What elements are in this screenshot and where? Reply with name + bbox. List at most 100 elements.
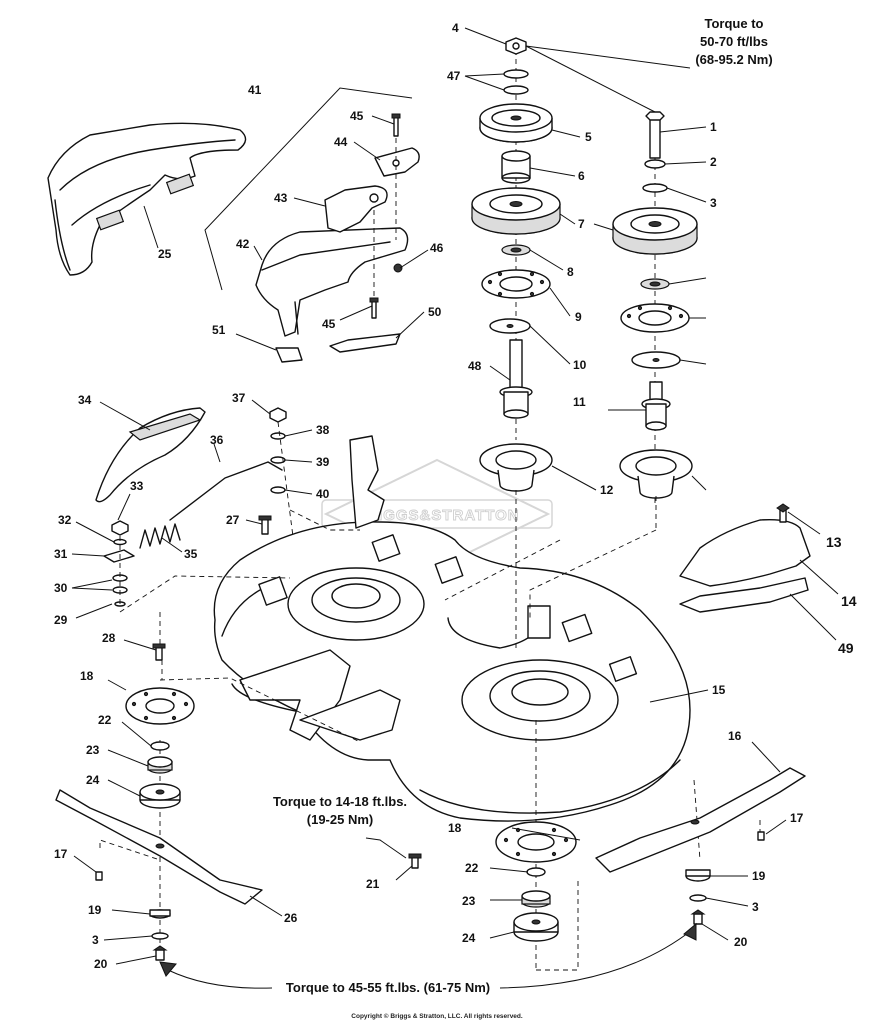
callout-24-left: 24 bbox=[86, 773, 100, 787]
flange-9-right bbox=[620, 303, 690, 333]
mower-deck-15 bbox=[213, 435, 691, 822]
bearing-23-left bbox=[147, 756, 173, 774]
callout-24-center: 24 bbox=[462, 931, 476, 945]
callout-23-left: 23 bbox=[86, 743, 100, 757]
nut-33 bbox=[111, 520, 129, 536]
callout-18-left: 18 bbox=[80, 669, 94, 683]
washer-3-top bbox=[642, 183, 668, 193]
callout-1: 1 bbox=[710, 120, 717, 134]
shield-10-right bbox=[631, 351, 681, 369]
bolt-28 bbox=[152, 643, 166, 661]
callout-19-left: 19 bbox=[88, 903, 102, 917]
callout-48: 48 bbox=[468, 359, 482, 373]
callout-10: 10 bbox=[573, 358, 587, 372]
callout-33: 33 bbox=[130, 479, 144, 493]
spacer-22-center bbox=[526, 867, 546, 877]
washer-47 bbox=[503, 69, 529, 95]
callout-34: 34 bbox=[78, 393, 92, 407]
spindle-shaft-11 bbox=[641, 381, 671, 431]
pulley-7-right bbox=[612, 207, 698, 255]
callout-9: 9 bbox=[575, 310, 582, 324]
callout-41: 41 bbox=[248, 83, 262, 97]
callout-7: 7 bbox=[578, 217, 585, 231]
callout-45-lower: 45 bbox=[322, 317, 336, 331]
torque-arrow-bottom bbox=[159, 922, 697, 989]
torque-note-top-line3: (68-95.2 Nm) bbox=[695, 52, 772, 67]
blade-16 bbox=[595, 767, 806, 873]
callout-28: 28 bbox=[102, 631, 116, 645]
callout-6: 6 bbox=[578, 169, 585, 183]
flange-18-center bbox=[495, 821, 577, 863]
callout-11: 11 bbox=[573, 395, 586, 409]
callout-17-left: 17 bbox=[54, 847, 68, 861]
callout-20-left: 20 bbox=[94, 957, 108, 971]
bushing-6 bbox=[501, 150, 531, 184]
callout-32: 32 bbox=[58, 513, 72, 527]
spindle-shaft-48 bbox=[499, 339, 533, 419]
spacer-19-right bbox=[685, 869, 711, 882]
callout-40: 40 bbox=[316, 487, 330, 501]
callout-14: 14 bbox=[841, 593, 857, 609]
nut-37 bbox=[269, 407, 287, 423]
callout-37: 37 bbox=[232, 391, 246, 405]
callout-8: 8 bbox=[567, 265, 574, 279]
callout-4: 4 bbox=[452, 21, 459, 35]
bolt-1 bbox=[645, 111, 665, 159]
nut-46 bbox=[393, 263, 403, 273]
shield-plate-49 bbox=[679, 577, 809, 613]
nut-4 bbox=[505, 37, 527, 55]
pulley-5 bbox=[479, 103, 553, 143]
callout-21: 21 bbox=[366, 877, 380, 891]
callout-5: 5 bbox=[585, 130, 592, 144]
bolt-20-left bbox=[152, 945, 168, 961]
shield-plate-14 bbox=[679, 518, 811, 587]
callout-26: 26 bbox=[284, 911, 298, 925]
plate-44 bbox=[374, 147, 420, 177]
callout-23-center: 23 bbox=[462, 894, 476, 908]
callout-27: 27 bbox=[226, 513, 240, 527]
copyright-text: Copyright © Briggs & Stratton, LLC. All … bbox=[351, 1012, 523, 1020]
flange-18-left bbox=[125, 687, 195, 725]
bolt-13 bbox=[776, 503, 790, 523]
callout-17-right: 17 bbox=[790, 811, 804, 825]
callout-49: 49 bbox=[838, 640, 854, 656]
callout-25: 25 bbox=[158, 247, 172, 261]
torque-note-middle: Torque to 14-18 ft.lbs. (19-25 Nm) bbox=[273, 794, 407, 827]
callout-20-right: 20 bbox=[734, 935, 748, 949]
callout-22-left: 22 bbox=[98, 713, 112, 727]
callout-42: 42 bbox=[236, 237, 250, 251]
hidden-line-37 bbox=[277, 421, 301, 591]
callout-22-center: 22 bbox=[465, 861, 479, 875]
callout-18-center: 18 bbox=[448, 821, 462, 835]
spring-35 bbox=[139, 523, 181, 549]
housing-12-right bbox=[619, 449, 693, 499]
callouts: 4 47 5 6 7 8 9 10 48 12 1 2 3 11 13 14 4… bbox=[54, 21, 857, 971]
deflector-34 bbox=[95, 407, 206, 503]
callout-45-upper: 45 bbox=[350, 109, 364, 123]
spacer-2 bbox=[644, 159, 666, 169]
spacer-22-left bbox=[150, 741, 170, 751]
callout-35: 35 bbox=[184, 547, 198, 561]
callout-12: 12 bbox=[600, 483, 614, 497]
torque-note-bottom: Torque to 45-55 ft.lbs. (61-75 Nm) bbox=[286, 980, 490, 995]
callout-51: 51 bbox=[212, 323, 226, 337]
callout-3-left: 3 bbox=[92, 933, 99, 947]
callout-43: 43 bbox=[274, 191, 288, 205]
callout-44: 44 bbox=[334, 135, 348, 149]
bushing-40 bbox=[270, 486, 286, 494]
bolt-20-right bbox=[690, 909, 706, 925]
blade-26 bbox=[55, 789, 263, 905]
shield-10-center bbox=[489, 318, 531, 334]
callout-2: 2 bbox=[710, 155, 717, 169]
leader-lines bbox=[71, 27, 839, 965]
callout-16: 16 bbox=[728, 729, 742, 743]
discharge-chute bbox=[47, 122, 247, 276]
pin-45-lower bbox=[369, 297, 379, 319]
bracket-51 bbox=[275, 347, 303, 363]
bearing-8-center bbox=[501, 244, 531, 256]
pin-45-upper bbox=[391, 113, 401, 137]
washer-3-right bbox=[689, 894, 707, 902]
housing-12-center bbox=[479, 443, 553, 492]
plate-31 bbox=[103, 549, 135, 563]
